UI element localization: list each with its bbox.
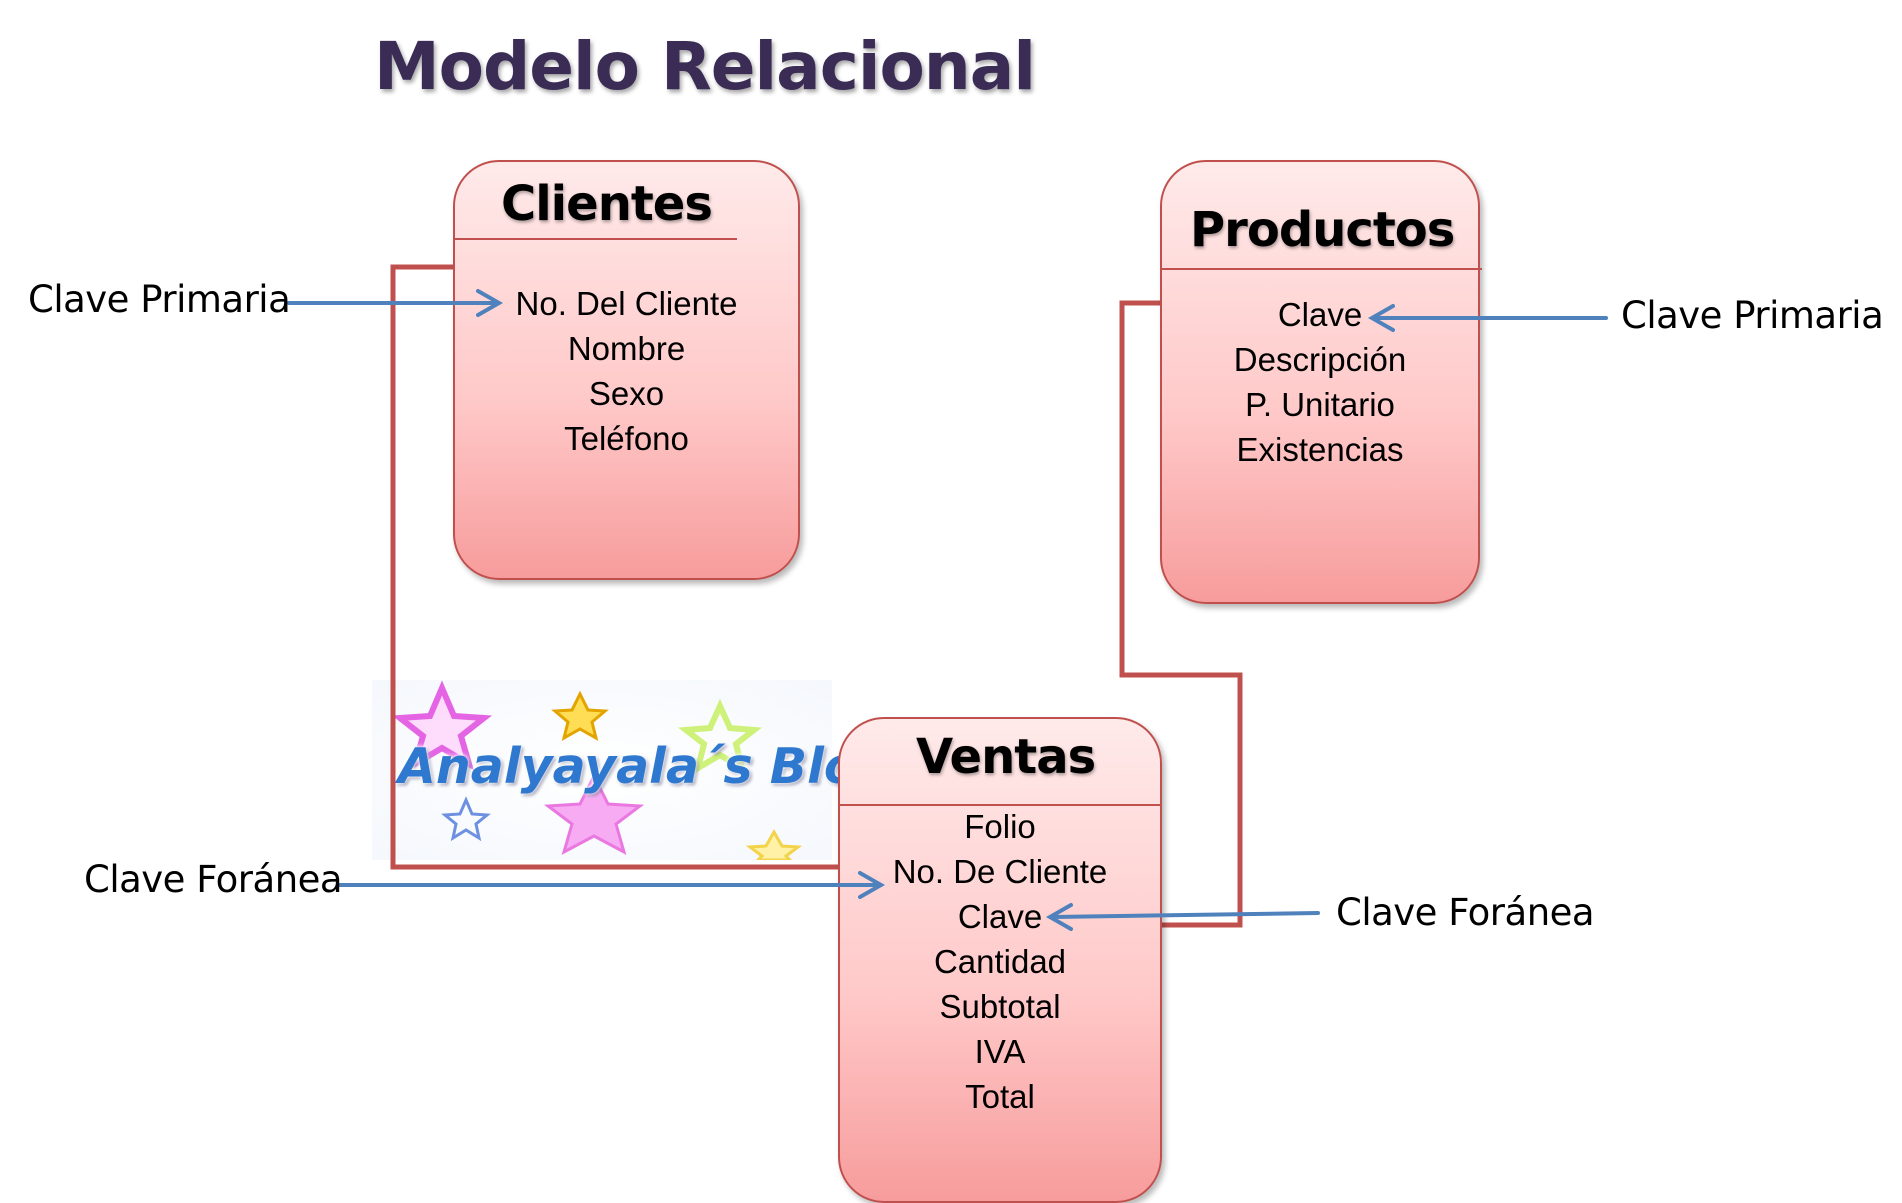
field-ventas-clave: Clave <box>957 898 1043 935</box>
field-ventas-folio: Folio <box>964 808 1036 845</box>
field-clientes-sexo: Sexo <box>588 375 665 412</box>
entity-clientes: Clientes No. Del Cliente Nombre Sexo Tel… <box>453 160 800 580</box>
field-ventas-subtotal: Subtotal <box>939 988 1061 1025</box>
field-productos-existencias: Existencias <box>1236 431 1404 468</box>
watermark-text: Analyayala´s Blog <box>398 738 893 795</box>
callout-ventas-fk-producto: Clave Foránea <box>1336 891 1595 934</box>
field-ventas-iva: IVA <box>974 1033 1026 1070</box>
entity-ventas-title: Ventas <box>916 729 1096 785</box>
entity-productos-title: Productos <box>1190 202 1455 258</box>
entity-ventas-fields: Folio No. De Cliente Clave Cantidad Subt… <box>840 804 1160 1119</box>
entity-ventas: Ventas Folio No. De Cliente Clave Cantid… <box>838 717 1162 1203</box>
relation-line-clientes-ventas <box>390 264 838 870</box>
callout-clientes-pk: Clave Primaria <box>28 278 291 321</box>
field-clientes-nombre: Nombre <box>567 330 686 367</box>
arrow-productos-pk-head <box>1367 304 1395 332</box>
field-clientes-no-cliente: No. Del Cliente <box>515 285 738 322</box>
arrow-ventas-fk-cliente-head <box>858 871 886 899</box>
entity-clientes-divider <box>455 238 737 240</box>
field-ventas-cantidad: Cantidad <box>933 943 1067 980</box>
arrow-clientes-pk-head <box>476 289 504 317</box>
entity-productos: Productos Clave Descripción P. Unitario … <box>1160 160 1482 604</box>
entity-clientes-fields: No. Del Cliente Nombre Sexo Teléfono <box>455 281 798 461</box>
entity-productos-divider <box>1162 268 1482 270</box>
relation-line-productos-ventas <box>1119 300 1243 928</box>
entity-clientes-title: Clientes <box>501 176 713 232</box>
page-title: Modelo Relacional <box>374 28 1036 105</box>
field-ventas-no-cliente: No. De Cliente <box>892 853 1108 890</box>
field-productos-clave: Clave <box>1277 296 1363 333</box>
entity-productos-fields: Clave Descripción P. Unitario Existencia… <box>1162 292 1478 472</box>
callout-ventas-fk-cliente: Clave Foránea <box>84 858 343 901</box>
field-productos-p-unitario: P. Unitario <box>1245 386 1395 423</box>
stars-decoration-icon <box>372 680 832 860</box>
field-productos-descripcion: Descripción <box>1233 341 1407 378</box>
callout-productos-pk: Clave Primaria <box>1621 294 1884 337</box>
field-ventas-total: Total <box>965 1078 1035 1115</box>
entity-ventas-divider <box>840 804 1160 806</box>
arrow-ventas-fk-producto-head <box>1045 903 1073 931</box>
field-clientes-telefono: Teléfono <box>564 420 689 457</box>
arrow-ventas-fk-producto <box>1051 911 1320 919</box>
